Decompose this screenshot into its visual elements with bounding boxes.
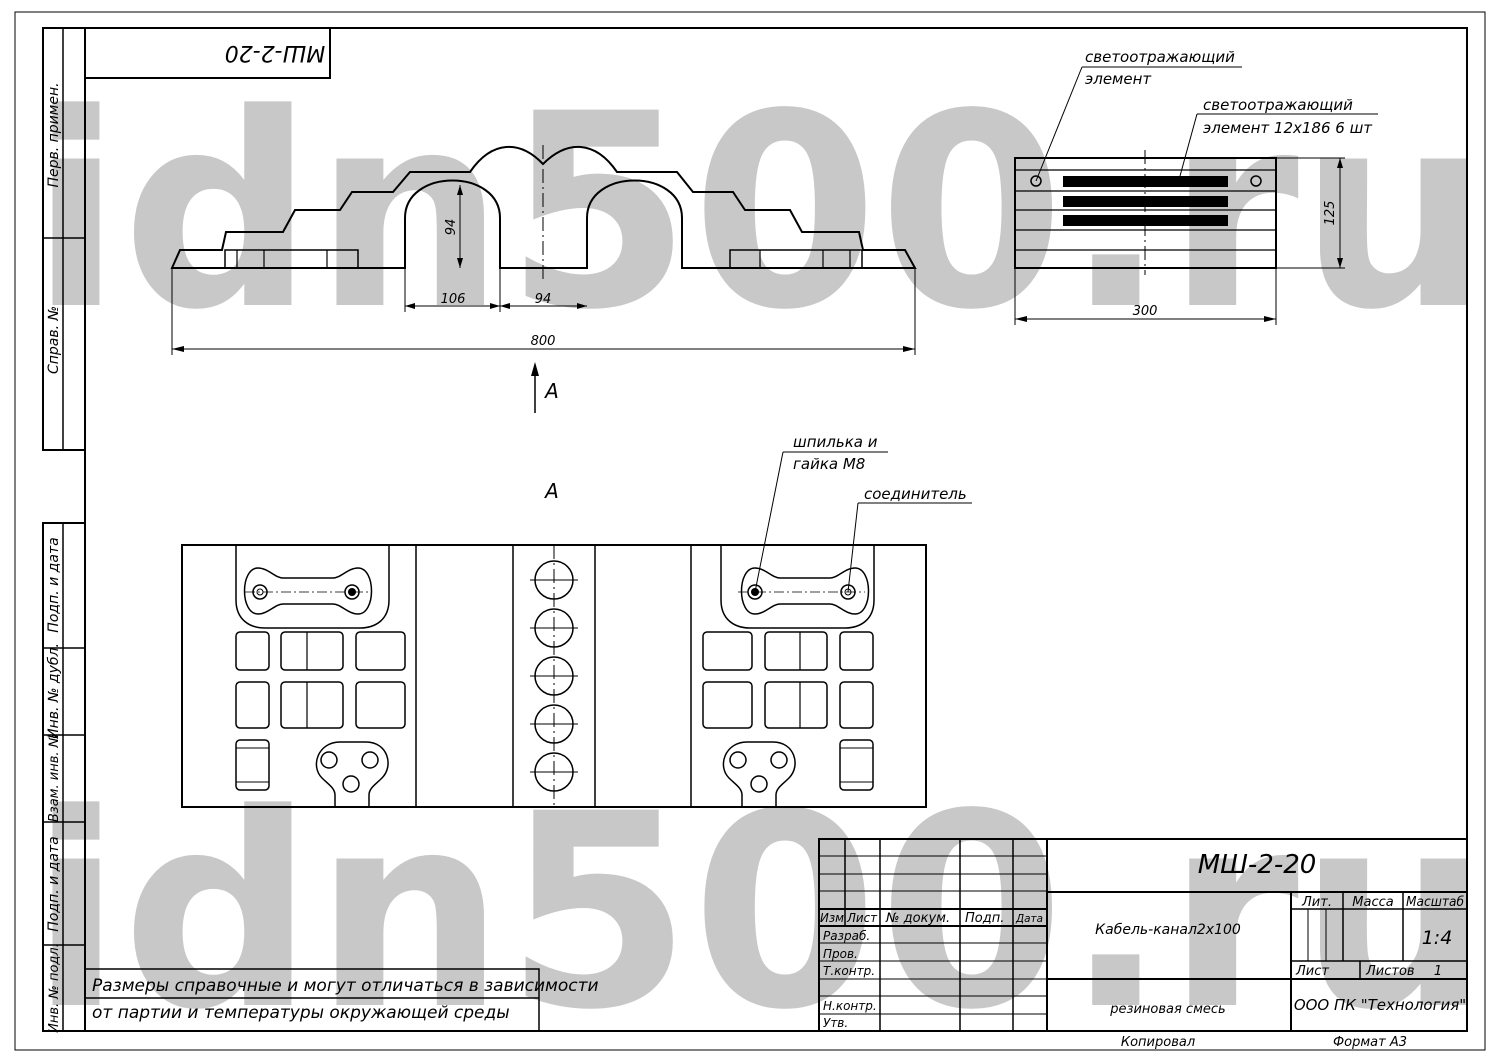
leader-stud-line2: гайка М8 [793,455,865,473]
connector-bar [243,567,373,615]
tb-listov: Листов [1365,964,1415,979]
tb-material: резиновая смесь [1109,1002,1225,1017]
profile-outline [170,145,917,269]
center-holes [530,560,578,792]
stamp-vzam-inv: Взам. инв. № [47,734,62,822]
tb-list: Лист [1295,964,1329,979]
tb-masshtab: Масштаб [1406,895,1464,910]
note-line-1: Размеры справочные и могут отличаться в … [92,976,599,996]
tb-row-utv: Утв. [823,1016,848,1030]
dim-slot-height: 94 [444,219,459,236]
side-stamp: Перв. примен. Справ. № Подп. и дата Инв.… [42,27,86,1033]
tb-scale: 1:4 [1422,927,1453,949]
leader-connector: соединитель [864,485,967,503]
leader-reflector-2-line1: светоотражающий [1203,96,1353,114]
tb-kopiroval: Копировал [1121,1035,1195,1050]
tb-row-prov: Пров. [823,947,858,961]
stamp-inv-dubl: Инв. № дубл. [46,643,62,739]
mirrored-code-box: МШ-2-20 [85,28,331,79]
stamp-inv-podl: Инв. № подл. [47,943,62,1033]
tb-designation: МШ-2-20 [1198,850,1317,880]
dim-side-width: 300 [1133,304,1158,319]
tb-listov-count: 1 [1434,964,1442,979]
leader-reflector-1-line2: элемент [1085,70,1152,88]
tb-col-izm: Изм [820,911,844,925]
tb-name: Кабель-канал2х100 [1095,922,1241,938]
tb-row-nkontr: Н.контр. [823,999,877,1013]
connector-bar [740,567,870,615]
dim-overall-length: 800 [531,334,556,349]
note-box: Размеры справочные и могут отличаться в … [84,968,599,1032]
stamp-podp-data-1: Подп. и дата [46,537,62,632]
tb-col-data: Дата [1015,912,1043,925]
dim-half-center: 94 [535,292,552,307]
front-view: 94 106 94 800 А [170,145,917,413]
note-line-2: от партии и температуры окружающей среды [92,1003,510,1023]
leader-reflector-2-line2: элемент 12х186 6 шт [1203,119,1373,137]
leader-reflector-1-line1: светоотражающий [1085,48,1235,66]
dim-offset: 106 [441,292,466,307]
side-view: светоотражающий элемент светоотражающий … [1014,48,1378,325]
watermark-top: idn500.ru [30,57,1490,369]
stamp-sprav-no: Справ. № [46,306,62,374]
tb-col-list: Лист [846,911,878,925]
tb-row-tkontr: Т.контр. [823,964,875,978]
tb-massa: Масса [1352,895,1393,910]
tb-col-dokum: № докум. [885,911,950,926]
top-view: А [181,433,972,808]
top-view-title: А [543,479,559,503]
leader-stud-line1: шпилька и [793,433,878,451]
tb-col-podp: Подп. [965,911,1004,926]
dim-side-height: 125 [1323,201,1338,226]
stamp-perv-primen: Перв. примен. [46,82,62,187]
sheet-border [14,11,1486,1051]
tb-format: Формат А3 [1333,1035,1407,1050]
tb-lit: Лит. [1301,895,1332,910]
tb-company: ООО ПК "Технология" [1294,996,1466,1014]
tb-row-razrab: Разраб. [823,929,870,943]
mirrored-code: МШ-2-20 [225,40,325,65]
title-block: МШ-2-20 Изм Лист № докум. Подп. Дата Раз… [818,838,1468,1050]
stamp-podp-data-2: Подп. и дата [46,836,62,931]
view-marker-a: А [543,379,559,403]
reflector-strip [1063,215,1228,226]
